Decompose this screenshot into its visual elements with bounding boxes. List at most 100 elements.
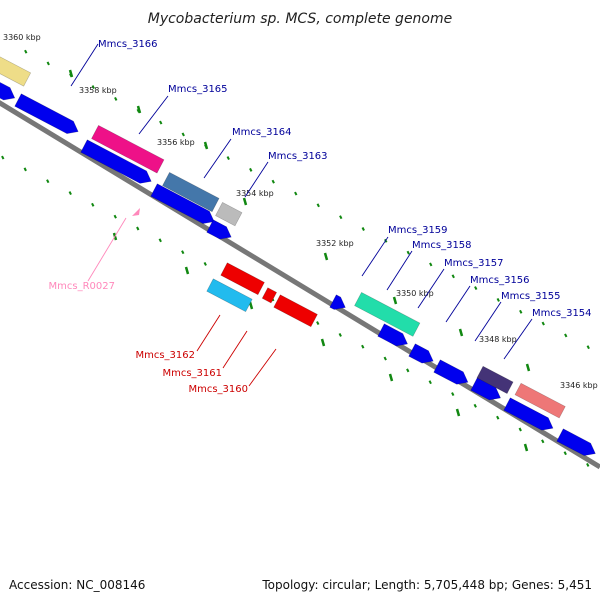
inner-tick-dot [1, 155, 5, 160]
gene-block-mmcs-3166 [0, 56, 32, 87]
gene-leader-line [417, 268, 445, 309]
major-tick-mark [184, 266, 190, 275]
gene-label-mmcs-3161: Mmcs_3161 [162, 368, 222, 379]
outer-tick-dot [406, 250, 410, 255]
kbp-tick-label: 3348 kbp [479, 335, 517, 344]
gene-label-mmcs-3160: Mmcs_3160 [188, 384, 248, 395]
outer-tick-dot [181, 132, 185, 137]
gene-block-mmcs-3160 [273, 294, 318, 328]
gene-label-mmcs-3159: Mmcs_3159 [388, 225, 448, 236]
genome-backbone [0, 100, 600, 470]
gene-label-layer: Mmcs_3166Mmcs_3165Mmcs_3164Mmcs_3163Mmcs… [49, 39, 592, 395]
map-title: Mycobacterium sp. MCS, complete genome [148, 11, 453, 27]
major-tick-mark [203, 141, 209, 150]
outer-tick-dot [496, 297, 500, 302]
gene-leader-line [244, 161, 269, 198]
inner-tick-dot [496, 415, 500, 420]
kbp-tick-label: 3352 kbp [316, 239, 354, 248]
outer-tick-dot [541, 321, 545, 326]
inner-tick-dot [113, 214, 117, 219]
outer-tick-dot [316, 203, 320, 208]
outer-tick-dot [451, 274, 455, 279]
gene-label-mmcs-3165: Mmcs_3165 [168, 84, 228, 95]
gene-block-mmcs-3156 [476, 365, 514, 394]
outer-tick-dot [361, 227, 365, 231]
inner-tick-dot [203, 262, 207, 266]
plain-cds-arrow [14, 93, 79, 134]
gene-label-mmcs-3155: Mmcs_3155 [501, 291, 561, 302]
gene-block-mmcs-3154 [514, 382, 566, 419]
gene-block-mmcs-3164 [162, 171, 220, 213]
gene-label-mmcs-3157: Mmcs_3157 [444, 258, 504, 269]
gene-label-mmcs-3154: Mmcs_3154 [532, 308, 592, 319]
plain-cds-arrow [206, 219, 232, 240]
gene-label-mmcs-3164: Mmcs_3164 [232, 127, 292, 138]
inner-tick-dot [383, 356, 387, 361]
major-tick-mark [242, 197, 248, 206]
plain-cds-arrow [329, 294, 346, 310]
gene-leader-line [222, 330, 248, 369]
inner-tick-dot [586, 463, 590, 467]
outer-tick-dot [91, 85, 95, 90]
kbp-tick-label: 3356 kbp [157, 138, 195, 147]
rna-gene-marker [132, 208, 140, 216]
plain-cds-arrow [556, 428, 596, 456]
outer-tick-dot [114, 96, 118, 101]
major-tick-mark [68, 69, 74, 78]
major-tick-mark [458, 328, 464, 337]
gene-block-mmcs-3161 [206, 278, 253, 313]
gene-leader-line [196, 314, 221, 352]
outer-tick-dot [24, 49, 28, 54]
major-tick-mark [455, 408, 461, 417]
gene-block-small-red [261, 287, 278, 304]
gene-label-mmcs-3163: Mmcs_3163 [268, 151, 328, 162]
inner-tick-dot [23, 167, 27, 172]
outer-tick-dot [249, 167, 253, 172]
kbp-tick-label: 3350 kbp [396, 289, 434, 298]
inner-tick-dot [563, 451, 567, 456]
inner-tick-dot [451, 392, 455, 396]
gene-leader-line [503, 318, 533, 360]
gene-leader-line [203, 138, 232, 179]
inner-tick-dot [68, 191, 72, 195]
outer-tick-dot [339, 215, 343, 220]
major-tick-mark [525, 363, 531, 372]
major-tick-mark [388, 373, 394, 382]
outer-tick-dot [46, 61, 50, 66]
inner-tick-dot [46, 179, 50, 184]
labeled-gene-track [0, 56, 566, 419]
gene-leader-line [248, 348, 277, 387]
major-tick-mark [320, 338, 326, 347]
plain-cds-arrow [80, 139, 152, 184]
inner-tick-dot [361, 344, 365, 349]
outer-tick-dot [226, 156, 230, 160]
outer-tick-dot [429, 262, 433, 267]
gene-leader-line [474, 301, 502, 342]
plain-cds-arrow [150, 183, 215, 224]
outer-tick-dot [519, 309, 523, 314]
gene-label-mmcs-3158: Mmcs_3158 [412, 240, 472, 251]
gene-block-mmcs-3162 [220, 262, 265, 296]
gene-leader-line [361, 236, 389, 277]
kbp-tick-label: 3360 kbp [3, 33, 41, 42]
inner-tick-dot [473, 403, 477, 408]
kbp-tick-label: 3358 kbp [79, 86, 117, 95]
outer-tick-dot [474, 286, 478, 291]
plain-cds-arrow [408, 343, 434, 364]
outer-tick-dot [586, 345, 590, 350]
major-tick-mark [323, 252, 329, 261]
gene-leader-line [445, 285, 471, 323]
gene-block-mmcs-3163 [215, 201, 243, 227]
major-tick-mark [392, 296, 398, 305]
gene-block-mmcs-3165 [91, 124, 165, 174]
inner-tick-dot [518, 427, 522, 432]
gene-label-mmcs-3166: Mmcs_3166 [98, 39, 158, 50]
inner-tick-dot [158, 238, 162, 243]
plain-cds-arrow [0, 82, 16, 101]
outer-tick-dot [294, 191, 298, 196]
gene-leader-line [87, 217, 127, 282]
plain-cds-arrow [503, 397, 554, 431]
inner-tick-dot [428, 380, 432, 385]
unlabeled-cds-track [0, 82, 596, 456]
